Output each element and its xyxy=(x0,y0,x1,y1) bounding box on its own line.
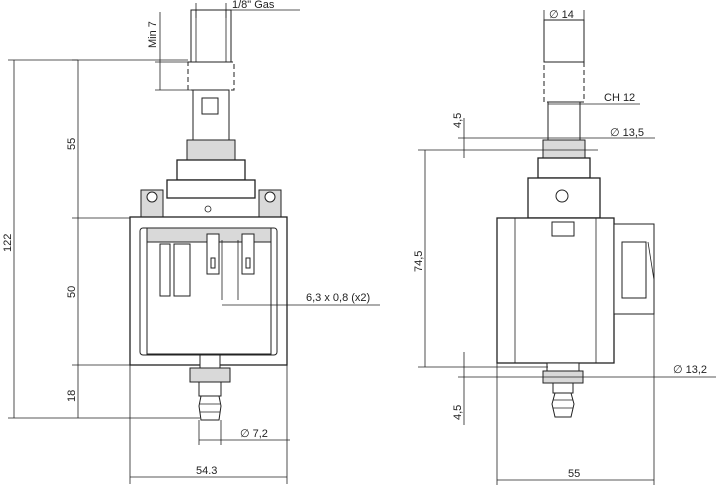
label-dia-13-2: ∅ 13,2 xyxy=(673,364,707,376)
label-ch12: CH 12 xyxy=(604,92,635,104)
label-thread: 1/8" Gas xyxy=(232,0,275,11)
label-dia-13-5: ∅ 13,5 xyxy=(610,127,644,139)
label-55-bottom: 55 xyxy=(568,468,580,480)
label-4-5-bottom: 4,5 xyxy=(452,405,464,420)
label-tab-size: 6,3 x 0,8 (x2) xyxy=(306,292,370,304)
label-dia-7-2: ∅ 7,2 xyxy=(240,428,268,440)
label-55: 55 xyxy=(66,138,78,150)
label-dia-14: ∅ 14 xyxy=(549,9,574,21)
side-dimensions xyxy=(418,10,716,485)
front-dimensions xyxy=(8,3,380,484)
label-54-3: 54.3 xyxy=(196,465,217,477)
label-50: 50 xyxy=(66,286,78,298)
label-18: 18 xyxy=(66,390,78,402)
label-74-5: 74,5 xyxy=(413,251,425,272)
label-min7: Min 7 xyxy=(147,21,159,48)
front-view xyxy=(129,9,288,421)
label-122: 122 xyxy=(2,234,14,252)
side-view xyxy=(496,19,655,418)
label-4-5-top: 4,5 xyxy=(452,113,464,128)
